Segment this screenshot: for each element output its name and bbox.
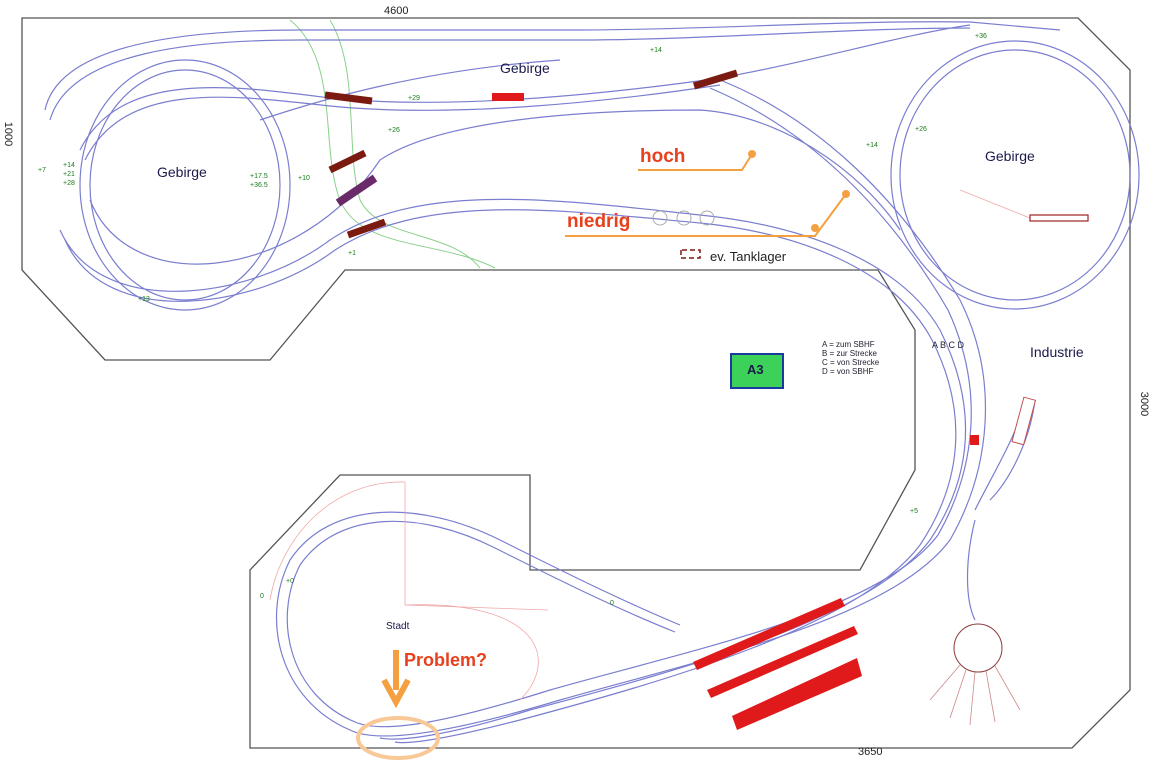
legend-item: B = zur Strecke: [822, 349, 877, 358]
region-industrie: Industrie: [1030, 344, 1084, 360]
height-label: +7: [38, 167, 46, 174]
niedrig-marker-1: [842, 190, 850, 198]
annotation-tanklager: ev. Tanklager: [710, 249, 787, 264]
turntable: [953, 623, 1003, 673]
height-label: 0: [260, 593, 264, 600]
height-label: +26: [388, 127, 400, 134]
height-label: +0: [286, 578, 294, 585]
hoch-marker: [748, 150, 756, 158]
dimension-right: 3000: [1138, 391, 1151, 417]
dimension-top: 4600: [384, 5, 409, 17]
height-label: +14: [650, 47, 662, 54]
annotation-hoch: hoch: [640, 146, 686, 167]
height-label: 0: [610, 600, 614, 607]
module-box: [730, 353, 784, 389]
height-label: +10: [298, 175, 310, 182]
legend-item: A = zum SBHF: [822, 340, 875, 349]
region-gebirge-left: Gebirge: [157, 164, 207, 180]
bridges: [324, 69, 739, 239]
height-label: +14: [63, 162, 75, 169]
region-stadt: Stadt: [386, 621, 410, 632]
annotation-niedrig: niedrig: [567, 211, 631, 232]
track-legend: A = zum SBHF B = zur Strecke C = von Str…: [822, 340, 879, 376]
region-gebirge-top: Gebirge: [500, 60, 550, 76]
turntable-spurs: [929, 664, 1021, 726]
height-label: +28: [63, 180, 75, 187]
height-label: +29: [408, 95, 420, 102]
height-label: +5: [910, 508, 918, 515]
problem-circle: [356, 716, 440, 760]
reference-lines: [269, 189, 1031, 701]
module-label: A3: [747, 362, 764, 377]
tanklager-symbol: [680, 249, 701, 259]
legend-item: C = von Strecke: [822, 358, 880, 367]
bridge-purple: [335, 174, 378, 207]
terrain-lines: [289, 19, 496, 269]
height-label: +26: [915, 126, 927, 133]
tank-storage: [652, 210, 715, 226]
tracks: [44, 21, 1140, 744]
height-label: +14: [866, 142, 878, 149]
dimension-left: 1000: [2, 121, 15, 147]
height-label: +21: [63, 171, 75, 178]
baseboard-outline: [21, 17, 1131, 749]
height-label: +1: [348, 250, 356, 257]
legend-item: D = von SBHF: [822, 367, 874, 376]
dimension-bottom: 3650: [858, 746, 883, 758]
height-label: +36.5: [250, 182, 268, 189]
problem-arrow: [381, 650, 411, 709]
region-gebirge-right: Gebirge: [985, 148, 1035, 164]
industry-siding-building: [1029, 214, 1089, 222]
platforms: [492, 93, 979, 730]
height-label: +17.5: [250, 173, 268, 180]
annotation-lines: [565, 153, 847, 237]
annotation-problem: Problem?: [404, 650, 488, 670]
niedrig-marker-2: [811, 224, 819, 232]
height-label: +13: [138, 296, 150, 303]
track-letters: A B C D: [932, 340, 965, 350]
height-label: +36: [975, 33, 987, 40]
industry-shed: [1011, 396, 1037, 446]
